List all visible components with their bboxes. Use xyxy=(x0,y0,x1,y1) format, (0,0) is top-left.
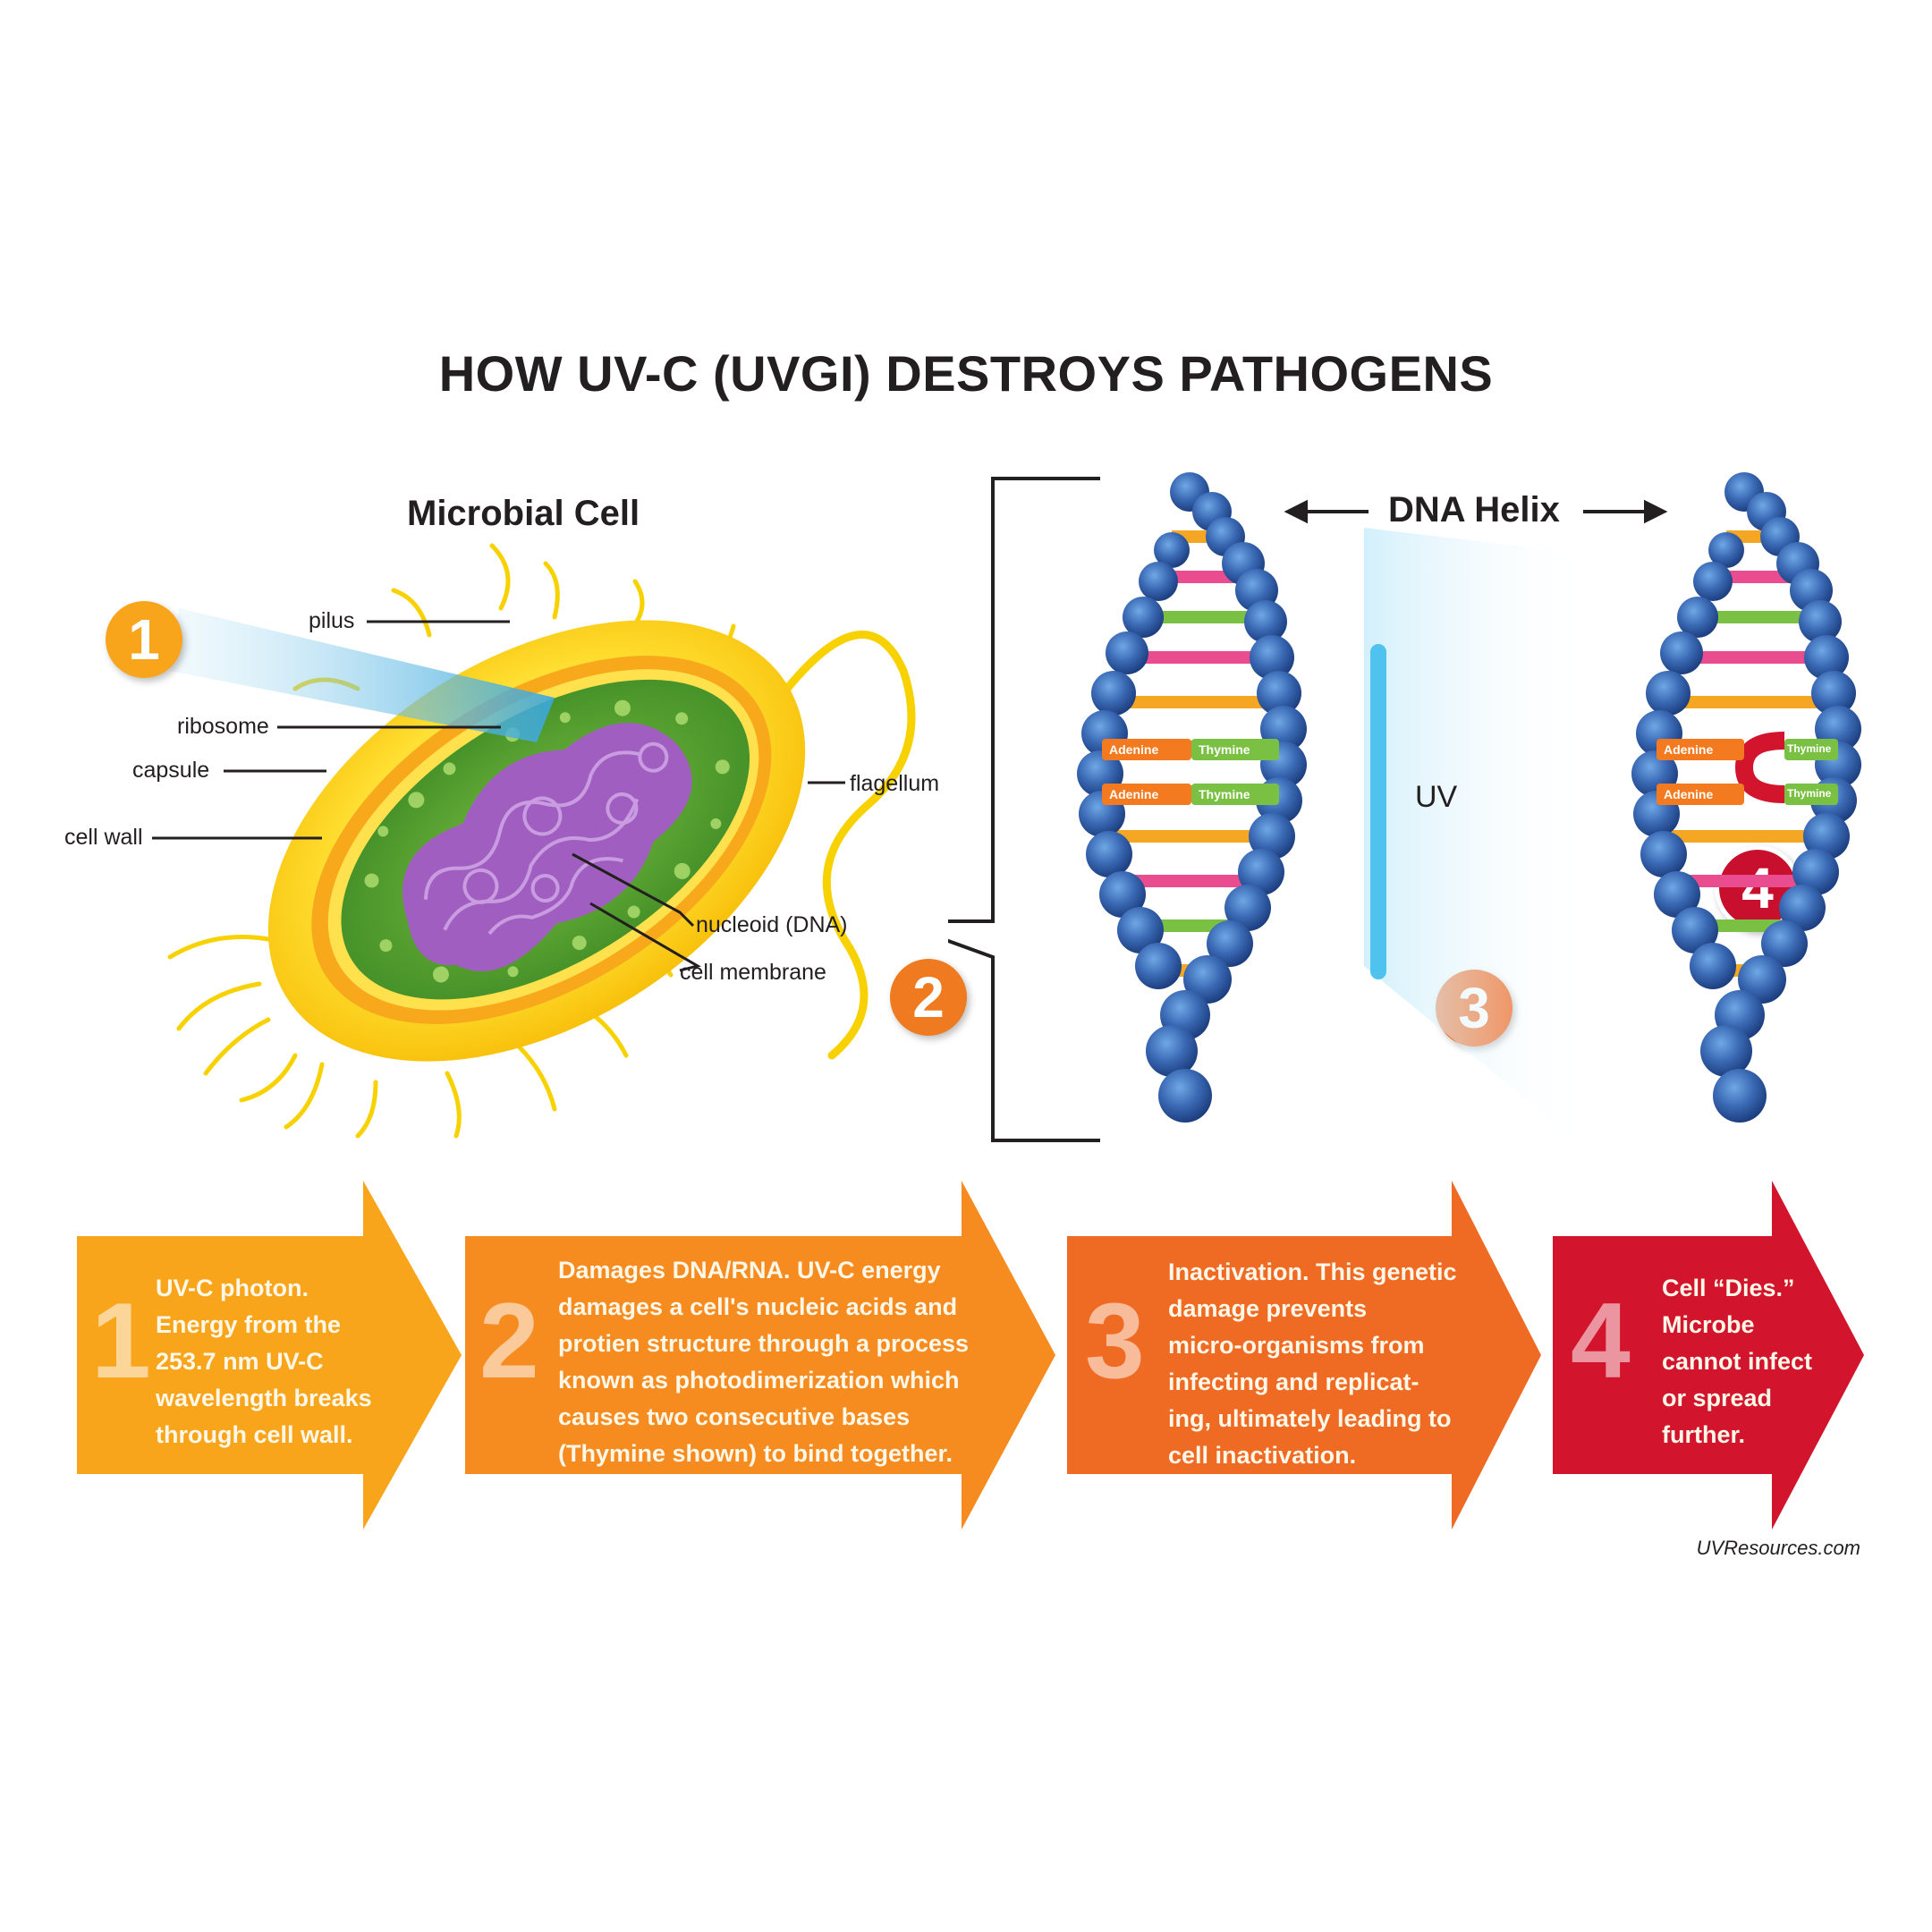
zoom-bracket xyxy=(948,477,1100,1142)
step-2-number: 2 xyxy=(479,1281,539,1401)
helix-2-thymine-2-label: Thymine xyxy=(1787,787,1832,800)
thymine-dimer-bond xyxy=(1734,732,1785,803)
step-4-number: 4 xyxy=(1571,1281,1631,1401)
uv-photon-beam xyxy=(170,608,555,742)
helix-1-thymine-1-label: Thymine xyxy=(1199,742,1250,757)
helix-2-backbone xyxy=(1631,472,1861,1123)
label-flagellum: flagellum xyxy=(850,771,940,796)
page-title: HOW UV-C (UVGI) DESTROYS PATHOGENS xyxy=(438,345,1494,402)
dna-heading-arrows xyxy=(1284,499,1668,524)
label-nucleoid: nucleoid (DNA) xyxy=(696,912,848,937)
step-3-number: 3 xyxy=(1085,1281,1145,1401)
dna-heading: DNA Helix xyxy=(1388,490,1560,530)
helix-1-thymine-1 xyxy=(1191,739,1279,760)
helix-1-thymine-2 xyxy=(1191,784,1279,805)
helix-2-adenine-1 xyxy=(1657,739,1744,760)
helix-2-adenine-2 xyxy=(1657,784,1744,805)
uv-lamp-bar xyxy=(1370,644,1386,979)
flagellum-strand xyxy=(783,631,916,1060)
label-pilus: pilus xyxy=(309,608,355,633)
microbial-cell-illustration xyxy=(152,543,916,1139)
label-ribosome: ribosome xyxy=(177,714,269,739)
helix-1-adenine-1-label: Adenine xyxy=(1109,742,1159,757)
helix-2-thymine-1 xyxy=(1784,739,1838,760)
helix-2-adenine-2-label: Adenine xyxy=(1664,787,1714,801)
helix-1-adenine-2 xyxy=(1102,784,1191,805)
dimer-label: Dimer xyxy=(1702,767,1735,781)
source-credit: UVResources.com xyxy=(1696,1537,1860,1559)
uv-light-glow xyxy=(1364,528,1592,1154)
helix-2-thymine-2 xyxy=(1784,784,1838,805)
helix-1-adenine-1 xyxy=(1102,739,1191,760)
dna-helix-illustration xyxy=(948,472,1861,1154)
helix-1-thymine-2-label: Thymine xyxy=(1199,787,1250,801)
helix-1-adenine-2-label: Adenine xyxy=(1109,787,1159,801)
step-1-number: 1 xyxy=(91,1281,151,1401)
label-cell-wall: cell wall xyxy=(64,825,143,850)
helix-2-thymine-1-label: Thymine xyxy=(1787,742,1832,755)
helix-2-adenine-1-label: Adenine xyxy=(1664,742,1714,757)
cell-heading: Microbial Cell xyxy=(407,494,640,533)
helix-1-backbone xyxy=(1077,472,1307,1123)
badge-1: 1 xyxy=(106,601,182,678)
label-cell-membrane: cell membrane xyxy=(680,960,826,985)
badge-2: 2 xyxy=(890,959,967,1036)
uv-label: UV xyxy=(1415,780,1458,814)
label-capsule: capsule xyxy=(132,758,210,783)
